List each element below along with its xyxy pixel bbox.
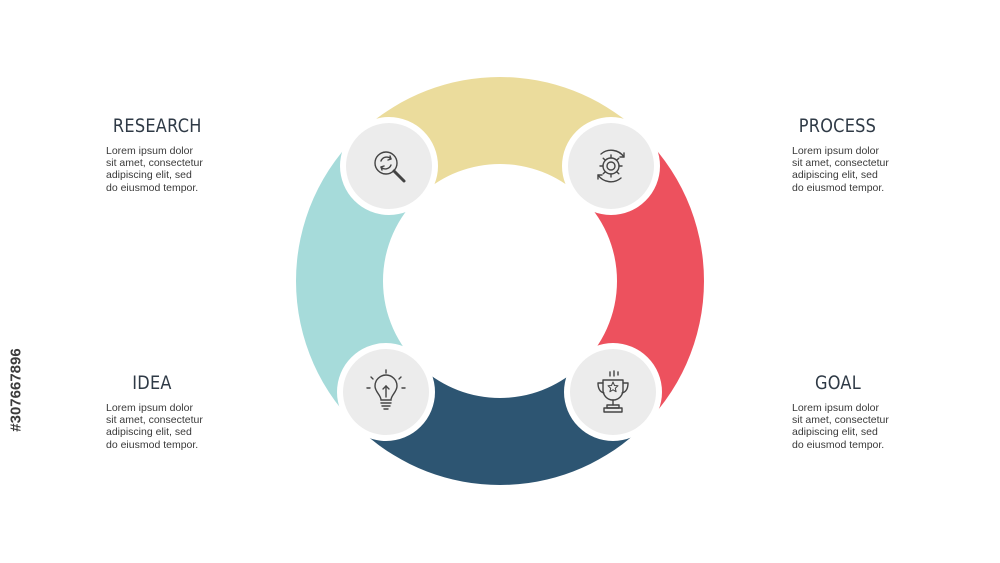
stock-id-text: #307667896 <box>7 348 25 432</box>
node-research <box>340 117 438 215</box>
step-goal-text: Lorem ipsum dolor sit amet, consectetur … <box>792 402 889 451</box>
step-research-title: RESEARCH <box>112 115 202 137</box>
magnifier-refresh-icon <box>374 151 406 183</box>
step-research-text: Lorem ipsum dolor sit amet, consectetur … <box>106 145 203 194</box>
step-process: PROCESS Lorem ipsum dolor sit amet, cons… <box>792 115 932 194</box>
step-idea-title: IDEA <box>132 372 172 394</box>
step-process-text: Lorem ipsum dolor sit amet, consectetur … <box>792 145 889 194</box>
gear-cycle-icon <box>597 149 625 183</box>
trophy-icon <box>597 370 629 413</box>
step-idea: IDEA Lorem ipsum dolor sit amet, consect… <box>106 372 246 451</box>
node-idea <box>337 343 435 441</box>
step-research: RESEARCH Lorem ipsum dolor sit amet, con… <box>106 115 246 194</box>
step-process-title: PROCESS <box>798 115 877 137</box>
step-idea-text: Lorem ipsum dolor sit amet, consectetur … <box>106 402 203 451</box>
stock-watermark: #307667896 <box>5 320 27 460</box>
step-goal: GOAL Lorem ipsum dolor sit amet, consect… <box>792 372 932 451</box>
lightbulb-icon <box>366 369 406 410</box>
node-goal <box>564 343 662 441</box>
step-goal-title: GOAL <box>814 372 862 394</box>
node-process <box>562 117 660 215</box>
